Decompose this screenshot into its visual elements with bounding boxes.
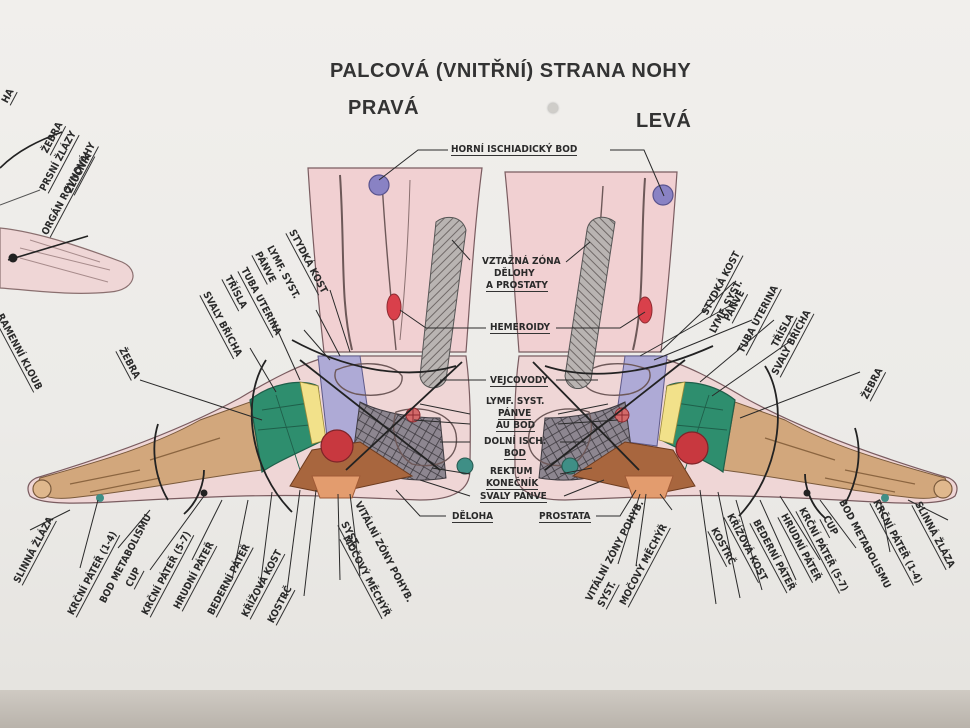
label-rektum: REKTUM [490, 466, 533, 477]
page-title: PALCOVÁ (VNITŘNÍ) STRANA NOHY [330, 60, 692, 82]
prev-panel-foot [0, 131, 134, 294]
label-svaly-panve: SVALY PÁNVE [480, 491, 547, 503]
label-vejcovody: VEJCOVODY [490, 375, 549, 387]
left-foot-title: LEVÁ [636, 110, 692, 132]
label-vztazna-zona-3: A PROSTATY [486, 280, 548, 292]
right-foot-drawing [27, 167, 483, 515]
pin-icon [548, 103, 558, 113]
label-dolni-bod: BOD [504, 448, 526, 460]
label-vztazna-zona-1: VZTAŽNÁ ZÓNA [482, 256, 561, 267]
label-dolni-isch: DOLNÍ ISCH. [484, 436, 547, 447]
prev-panel-point-icon [8, 253, 18, 263]
label-horni-ischiadicky-bod: HORNÍ ISCHIADICKÝ BOD [451, 144, 578, 156]
label-prostata: PROSTATA [539, 511, 591, 523]
leader-lines [29, 149, 949, 605]
label-lymf-syst-center: LYMF. SYST. [486, 396, 545, 407]
label-deloha: DĚLOHA [452, 511, 494, 523]
chart-poster [0, 0, 970, 690]
right-foot-title: PRAVÁ [348, 97, 420, 119]
label-vztazna-zona-2: DĚLOHY [494, 268, 535, 279]
label-hemeroidy: HEMEROIDY [490, 322, 550, 334]
poster-frame-edge [0, 690, 970, 728]
label-au-bod: AU BOD [496, 420, 536, 432]
left-foot-drawing [504, 171, 958, 519]
label-panve-center: PÁNVE [498, 408, 532, 420]
label-konecnik: KONEČNÍK [486, 478, 539, 490]
